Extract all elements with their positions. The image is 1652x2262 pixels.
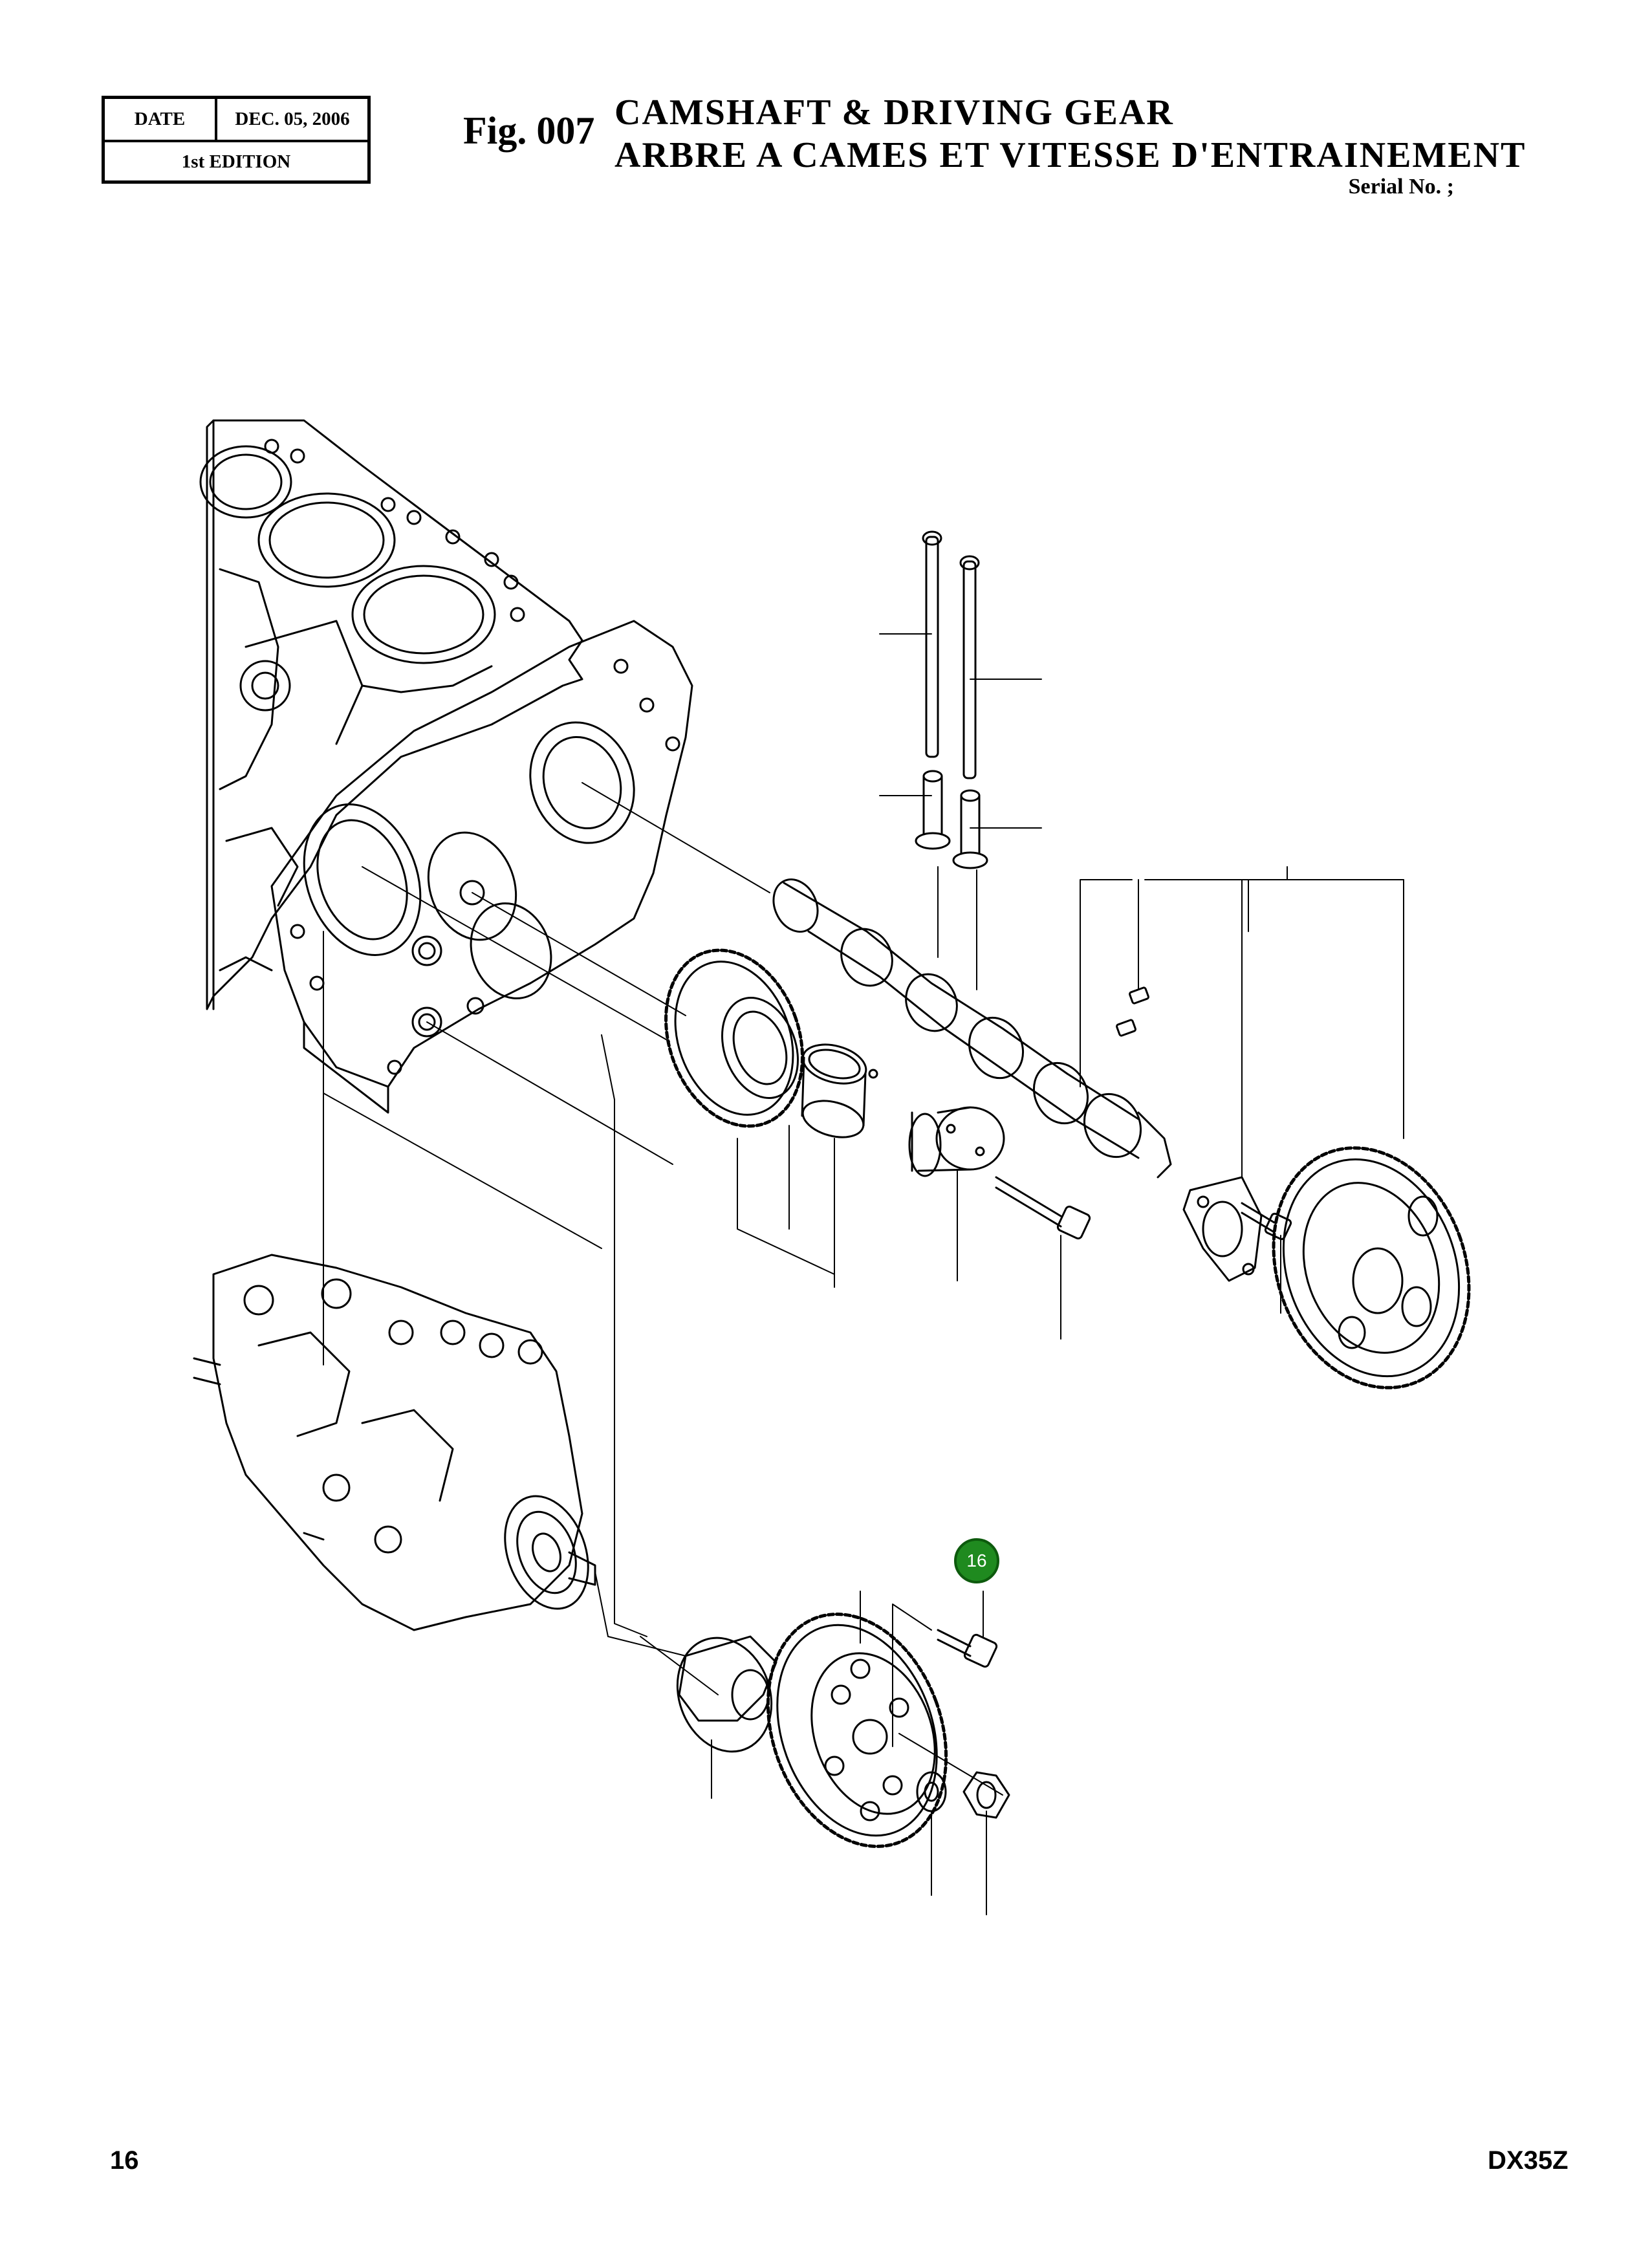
leader-lines [323,633,1404,1915]
idler-bolt [995,1176,1091,1240]
date-value: DEC. 05, 2006 [235,109,350,129]
idler-bushing [801,1043,878,1138]
plate-bolt [1241,1202,1292,1241]
serial-number: Serial No. ; [1348,175,1454,199]
push-rods [915,530,988,869]
keys [1116,986,1149,1037]
title-french: ARBRE A CAMES ET VITESSE D'ENTRAINEMENT [614,135,1527,175]
model-code: DX35Z [1488,2146,1569,2175]
edition-label: 1st EDITION [181,151,291,172]
part-callout-16[interactable]: 16 [954,1538,999,1583]
engine-block [199,419,583,1010]
idler-gear [664,948,804,1128]
date-label: DATE [105,99,217,140]
gear-bolt [937,1629,998,1668]
camshaft [772,878,1172,1179]
idler-shaft [908,1106,1005,1177]
edition-info-box: DATE DEC. 05, 2006 1st EDITION [102,96,371,184]
page-number: 16 [110,2146,139,2175]
pump-drive-gear [766,1613,948,1848]
title-english: CAMSHAFT & DRIVING GEAR [614,92,1174,133]
figure-number: Fig. 007 [463,109,595,152]
gear-case-plate [270,620,693,1114]
camshaft-gear [1272,1146,1471,1389]
thrust-plate [1182,1176,1263,1282]
date-row: DATE DEC. 05, 2006 [105,99,367,142]
fuel-injection-pump [193,1254,596,1631]
nut [962,1771,1010,1819]
